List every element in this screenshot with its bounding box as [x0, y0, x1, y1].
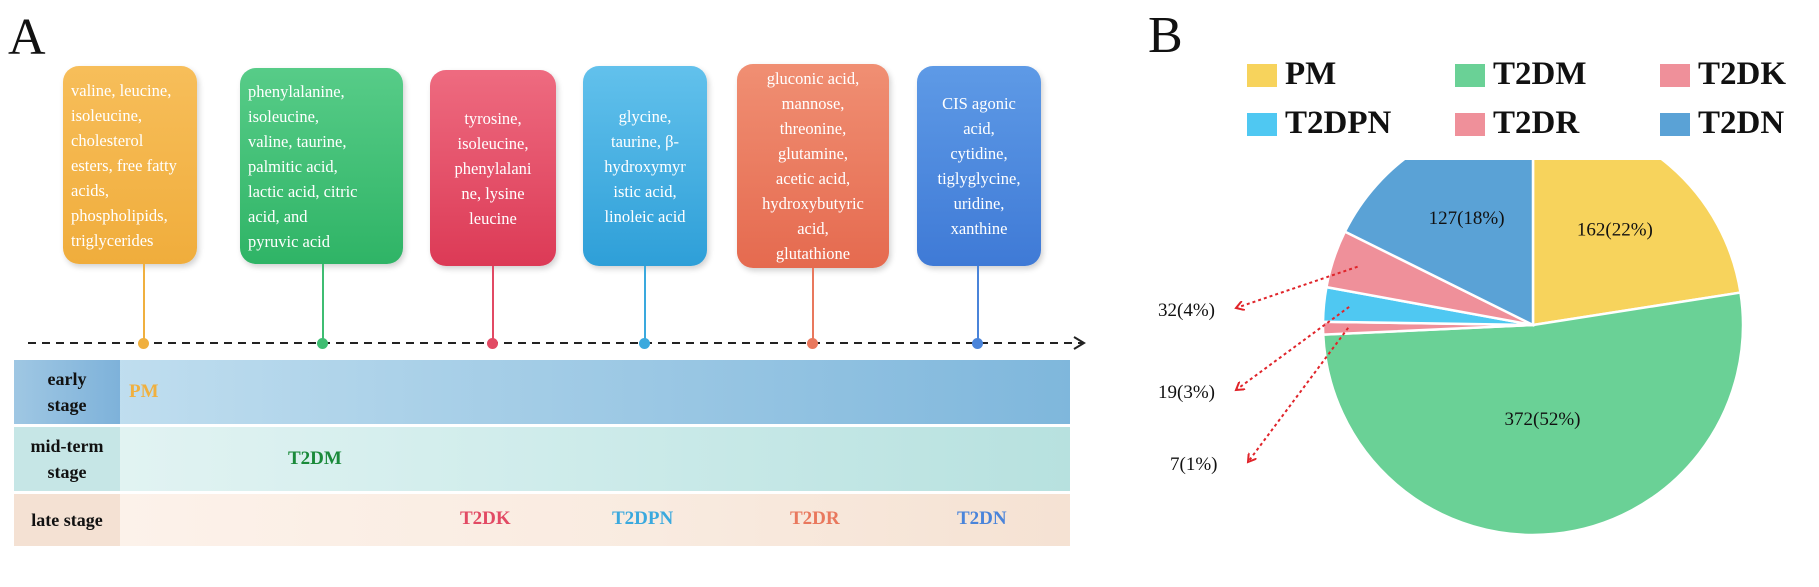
- pie-slice-t2dn: [1343, 160, 1535, 328]
- bubble-text-line: pyruvic acid: [248, 231, 331, 251]
- timeline-dot-t2dpn: [639, 338, 650, 349]
- bubble-text-line: mannose,: [781, 94, 845, 113]
- bubble-text-line: triglycerides: [71, 230, 154, 250]
- bubble-text-line: valine, taurine,: [248, 131, 347, 151]
- pie-label-t2dr: 32(4%): [1158, 300, 1215, 321]
- stage-item-t2dpn: T2DPN: [612, 508, 674, 529]
- legend-label-pm: PM: [1285, 56, 1337, 92]
- stage-item-t2dk: T2DK: [460, 508, 511, 529]
- bubble-text-line: hydroxybutyric: [762, 194, 864, 213]
- timeline-arrow: [28, 336, 1086, 350]
- metabolite-bubble-t2dr: gluconic acid, mannose, threonine, glutamin…: [737, 64, 889, 268]
- bubble-text-line: tiglyglycine,: [937, 169, 1021, 188]
- timeline-dot-t2dm: [317, 338, 328, 349]
- connector-line-t2dn: [977, 266, 979, 342]
- stage-item-pm: PM: [129, 381, 159, 402]
- bubble-text-line: acid,: [797, 219, 829, 238]
- bubble-text-line: acid,: [963, 119, 995, 138]
- timeline-dot-t2dk: [487, 338, 498, 349]
- legend-swatch-t2dk: [1660, 64, 1690, 87]
- pie-slice-t2dm: [1321, 291, 1745, 537]
- pie-label-t2dm: 372(52%): [1505, 409, 1581, 430]
- bubble-text-line: phospholipids,: [71, 205, 168, 225]
- bubble-text-line: acid, and: [248, 206, 308, 226]
- connector-line-t2dr: [812, 268, 814, 342]
- connector-line-pm: [143, 264, 145, 342]
- bubble-text-line: CIS agonic: [942, 94, 1016, 113]
- bubble-text-line: cholesterol: [71, 130, 144, 150]
- legend-swatch-pm: [1247, 64, 1277, 87]
- bubble-text-line: cytidine,: [950, 144, 1008, 163]
- bubble-text-line: valine, leucine,: [71, 80, 172, 100]
- legend-swatch-t2dr: [1455, 113, 1485, 136]
- bubble-text-line: acetic acid,: [775, 169, 851, 188]
- stage-row-late: late stage: [14, 494, 1070, 546]
- bubble-text-line: palmitic acid,: [248, 156, 338, 176]
- legend-swatch-t2dn: [1660, 113, 1690, 136]
- pie-label-t2dn: 127(18%): [1429, 208, 1505, 229]
- bubble-text-line: esters, free fatty: [71, 155, 177, 175]
- bubble-text-line: tyrosine,: [464, 108, 522, 128]
- panel-a-letter: A: [8, 9, 46, 66]
- legend-swatch-t2dm: [1455, 64, 1485, 87]
- pie-chart: 162(22%) 372(52%) 127(18%) 32(4%) 19(3%) 7(1%…: [1158, 160, 1745, 537]
- bubble-text-line: taurine, β-: [611, 131, 679, 151]
- bubble-text-line: istic acid,: [613, 181, 677, 201]
- metabolite-bubble-t2dn: CIS agonic acid, cytidine, tiglyglycine, uri…: [917, 66, 1041, 266]
- metabolite-bubble-pm: valine, leucine, isoleucine, cholesterol es…: [63, 66, 197, 264]
- bubble-text-line: acids,: [71, 180, 110, 200]
- connector-line-t2dpn: [644, 266, 646, 342]
- bubble-text-line: gluconic acid,: [766, 69, 860, 88]
- stage-item-t2dn: T2DN: [957, 508, 1007, 529]
- annotation-arrow-t2dk: [1248, 327, 1350, 462]
- stage-item-t2dr: T2DR: [790, 508, 840, 529]
- bubble-text-line: isoleucine,: [248, 106, 320, 126]
- metabolite-bubble-t2dpn: glycine, taurine, β-hydroxymyr istic acid,…: [583, 66, 707, 266]
- legend-label-t2dpn: T2DPN: [1285, 105, 1392, 141]
- bubble-text-line: isoleucine,: [457, 133, 529, 153]
- bubble-text-line: ne, lysine: [461, 183, 525, 203]
- legend-label-t2dm: T2DM: [1493, 56, 1587, 92]
- stage-item-t2dm: T2DM: [288, 448, 342, 469]
- bubble-text-line: hydroxymyr: [604, 156, 686, 176]
- bubble-text-line: uridine,: [953, 194, 1005, 213]
- pie-label-t2dk: 7(1%): [1170, 454, 1217, 475]
- connector-line-t2dm: [322, 264, 324, 342]
- legend-label-t2dr: T2DR: [1493, 105, 1580, 141]
- metabolite-bubble-t2dk: tyrosine, isoleucine, phenylalani ne, lysin…: [430, 70, 556, 266]
- timeline-dot-pm: [138, 338, 149, 349]
- bubble-text-line: lactic acid, citric: [248, 181, 358, 201]
- legend-label-t2dn: T2DN: [1698, 105, 1785, 141]
- bubble-text-line: leucine: [469, 208, 517, 228]
- annotation-arrow-t2dpn: [1236, 306, 1350, 390]
- pie-label-t2dpn: 19(3%): [1158, 382, 1215, 403]
- legend-swatch-t2dpn: [1247, 113, 1277, 136]
- metabolite-bubble-t2dm: phenylalanine, isoleucine, valine, taurine…: [240, 68, 403, 264]
- bubble-text-line: phenylalani: [454, 158, 532, 178]
- bubble-text-line: linoleic acid: [604, 206, 686, 226]
- bubble-text-line: glutathione: [775, 244, 851, 263]
- bubble-text-line: phenylalanine,: [248, 81, 345, 101]
- bubble-text-line: isoleucine,: [71, 105, 143, 125]
- connector-line-t2dk: [492, 266, 494, 342]
- stage-label-late: late stage: [14, 494, 120, 546]
- bubble-text-line: glycine,: [618, 106, 672, 126]
- pie-label-pm: 162(22%): [1577, 219, 1653, 240]
- timeline-dot-t2dn: [972, 338, 983, 349]
- legend-label-t2dk: T2DK: [1698, 56, 1787, 92]
- pie-slice-pm: [1531, 160, 1742, 327]
- bubble-text-line: threonine,: [779, 119, 847, 138]
- bubble-text-line: xanthine: [950, 219, 1008, 238]
- timeline-dot-t2dr: [807, 338, 818, 349]
- panel-b-letter: B: [1148, 7, 1183, 64]
- bubble-text-line: glutamine,: [777, 144, 849, 163]
